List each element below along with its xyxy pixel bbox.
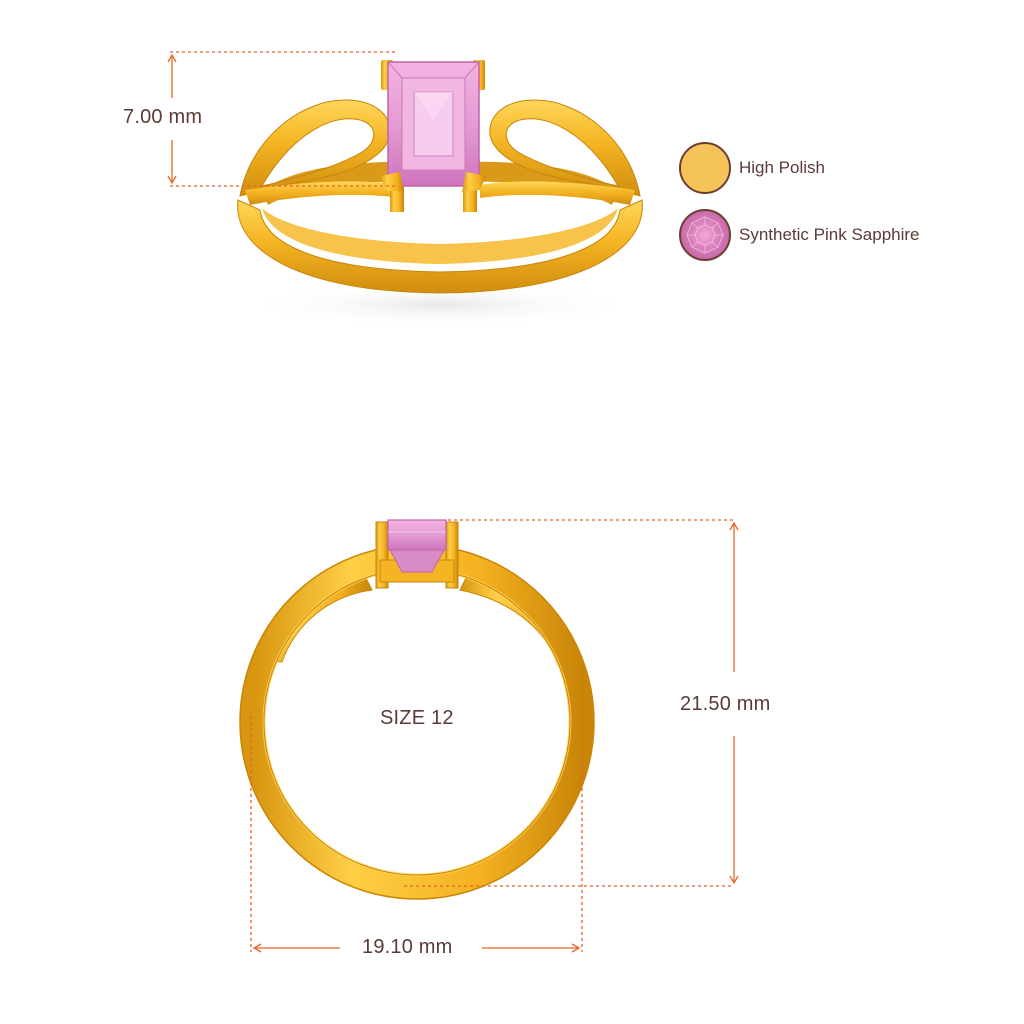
- ring-cross-right: [480, 181, 635, 205]
- ring-band-inner: [262, 208, 618, 264]
- legend-stone-label: Synthetic Pink Sapphire: [739, 225, 920, 244]
- stone-height-label: 7.00 mm: [123, 106, 203, 129]
- ring-size-label: SIZE 12: [380, 707, 454, 729]
- ring-right-loop: [489, 99, 641, 197]
- pink-gem-icon: [679, 209, 731, 261]
- gemstone-top: [387, 61, 480, 187]
- legend-finish-label: High Polish: [739, 158, 825, 177]
- ring-shadow: [240, 283, 640, 327]
- ring-top-view: [237, 60, 643, 327]
- ring-width-dimension: [250, 716, 583, 953]
- ring-band-back: [262, 161, 618, 205]
- prong-front-right: [462, 172, 486, 192]
- gold-circle-icon: [679, 142, 731, 194]
- ring-cross-left: [245, 181, 400, 205]
- ring-height-label: 21.50 mm: [680, 693, 771, 716]
- stone-height-dimension: [167, 51, 398, 187]
- prong-front-left: [380, 172, 404, 192]
- ring-band-front: [237, 199, 643, 294]
- legend-item-finish: High Polish: [679, 142, 825, 194]
- legend-item-stone: Synthetic Pink Sapphire: [679, 209, 920, 261]
- ring-width-label: 19.10 mm: [358, 936, 457, 959]
- ring-height-dimension: [404, 519, 739, 887]
- gemstone-front: [387, 519, 447, 573]
